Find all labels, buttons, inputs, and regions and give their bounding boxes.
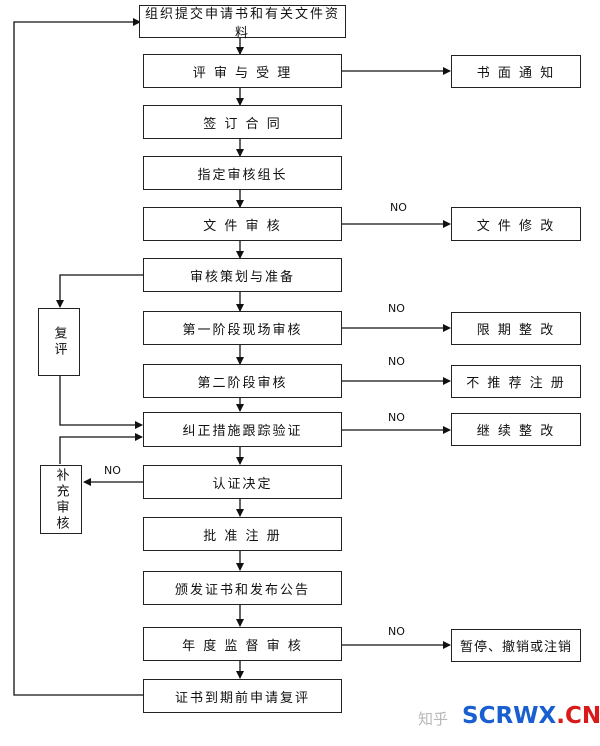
- step-document-audit: 文 件 审 核: [143, 207, 342, 241]
- step-stage1-audit: 第一阶段现场审核: [143, 311, 342, 345]
- watermark-zhihu: 知乎: [418, 710, 449, 728]
- re-evaluation-label: 复评: [51, 326, 67, 358]
- no-label-annual: NO: [388, 625, 405, 638]
- outcome-continue-fix: 继 续 整 改: [451, 413, 581, 446]
- watermark-scrwx: SCRWX.CN: [462, 703, 600, 729]
- no-label-stage2: NO: [388, 355, 405, 368]
- outcome-written-notice: 书 面 通 知: [451, 55, 581, 88]
- step-corrective-verify: 纠正措施跟踪验证: [143, 412, 342, 447]
- step-review-accept: 评 审 与 受 理: [143, 54, 342, 88]
- box-re-evaluation: 复评: [38, 308, 80, 376]
- step-apply: 组织提交申请书和有关文件资料: [139, 5, 346, 41]
- box-supplementary-audit: 补充审核: [40, 465, 82, 534]
- no-label-stage1: NO: [388, 302, 405, 315]
- supplementary-audit-label: 补充审核: [53, 467, 69, 532]
- step-annual-surveillance: 年 度 监 督 审 核: [143, 627, 342, 661]
- step-certification-decision: 认证决定: [143, 465, 342, 499]
- outcome-limited-fix: 限 期 整 改: [451, 312, 581, 345]
- outcome-not-recommend: 不 推 荐 注 册: [451, 365, 581, 398]
- step-approve-register: 批 准 注 册: [143, 517, 342, 551]
- loop-renewal-to-apply: [13, 18, 143, 696]
- watermark-scrwx-part2: .CN: [556, 703, 600, 729]
- no-label-corrective: NO: [388, 411, 405, 424]
- step-sign-contract: 签 订 合 同: [143, 105, 342, 139]
- arrow-review-box-to-corrective: [59, 376, 143, 429]
- no-label-decision: NO: [104, 464, 121, 477]
- watermark-scrwx-part1: SCRWX: [462, 703, 557, 729]
- step-issue-certificate: 颁发证书和发布公告: [143, 571, 342, 605]
- step-assign-leader: 指定审核组长: [143, 156, 342, 190]
- arrow-supplement-to-corrective: [59, 433, 143, 464]
- outcome-document-revise: 文 件 修 改: [451, 207, 581, 241]
- step-audit-planning: 审核策划与准备: [143, 258, 342, 292]
- outcome-suspend-revoke: 暂停、撤销或注销: [451, 629, 581, 662]
- arrow-planning-to-review-box: [56, 274, 143, 308]
- no-label-document-audit: NO: [390, 201, 407, 214]
- step-stage2-audit: 第二阶段审核: [143, 364, 342, 398]
- step-renewal-application: 证书到期前申请复评: [143, 679, 342, 713]
